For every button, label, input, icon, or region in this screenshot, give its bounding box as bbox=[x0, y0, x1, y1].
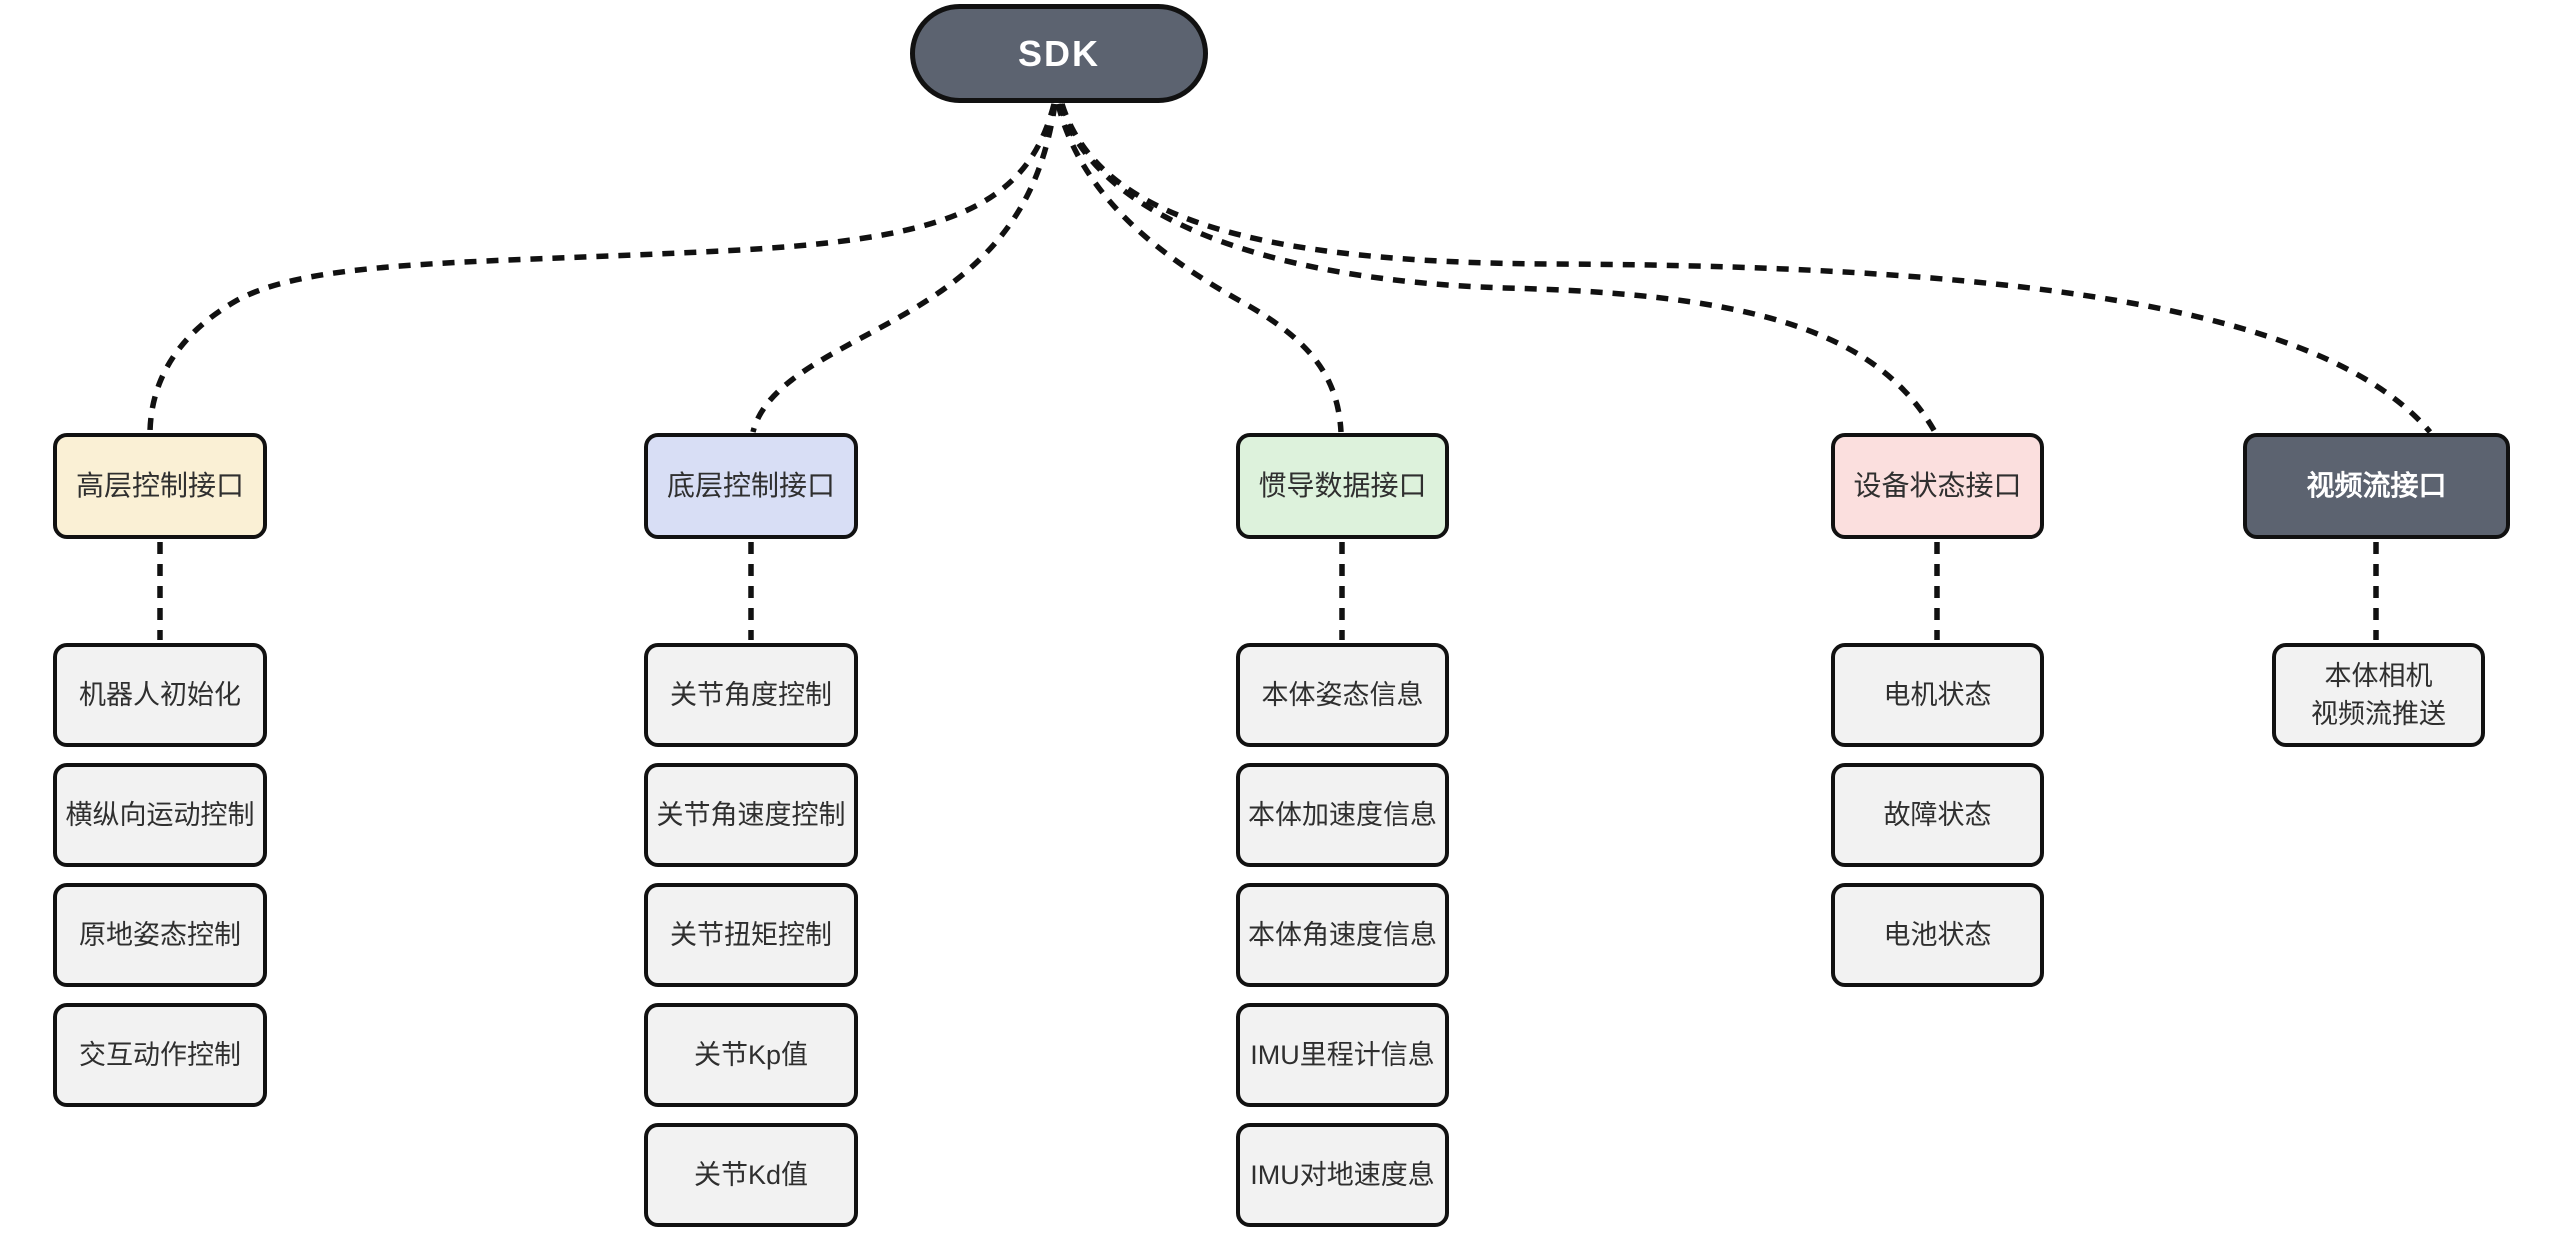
child-label: 横纵向运动控制 bbox=[65, 800, 255, 830]
child-label: IMU对地速度息 bbox=[1250, 1160, 1435, 1190]
child-label: 关节角速度控制 bbox=[656, 800, 846, 830]
child-node[interactable]: IMU对地速度息 bbox=[1236, 1123, 1449, 1227]
child-node[interactable]: IMU里程计信息 bbox=[1236, 1003, 1449, 1107]
child-node[interactable]: 本体角速度信息 bbox=[1236, 883, 1449, 987]
child-label: 本体加速度信息 bbox=[1248, 800, 1437, 830]
edge-sdk-to-imu-data bbox=[1055, 103, 1344, 433]
edge-sdk-to-low-level-control bbox=[750, 103, 1058, 433]
edge-sdk-to-high-level-control bbox=[147, 103, 1057, 433]
child-node[interactable]: 关节扭矩控制 bbox=[644, 883, 858, 987]
child-label: 原地姿态控制 bbox=[79, 920, 241, 950]
child-node[interactable]: 横纵向运动控制 bbox=[53, 763, 267, 867]
child-node[interactable]: 关节角速度控制 bbox=[644, 763, 858, 867]
child-node[interactable]: 关节Kp值 bbox=[644, 1003, 858, 1107]
child-node[interactable]: 原地姿态控制 bbox=[53, 883, 267, 987]
child-label: 故障状态 bbox=[1883, 800, 1992, 830]
child-node[interactable]: 机器人初始化 bbox=[53, 643, 267, 747]
child-node[interactable]: 本体姿态信息 bbox=[1236, 643, 1449, 747]
child-label: 关节Kp值 bbox=[693, 1040, 809, 1070]
child-label: 机器人初始化 bbox=[79, 680, 241, 710]
child-node[interactable]: 电池状态 bbox=[1831, 883, 2044, 987]
branch-label: 底层控制接口 bbox=[666, 470, 835, 501]
child-node[interactable]: 关节Kd值 bbox=[644, 1123, 858, 1227]
child-label: 关节角度控制 bbox=[670, 680, 832, 710]
branch-label: 视频流接口 bbox=[2306, 470, 2447, 501]
sdk-root-node[interactable]: SDK bbox=[910, 4, 1208, 103]
branch-device-status-node[interactable]: 设备状态接口 bbox=[1831, 433, 2044, 539]
child-label-line: 本体相机 bbox=[2324, 661, 2433, 691]
child-node[interactable]: 关节角度控制 bbox=[644, 643, 858, 747]
child-node[interactable]: 本体加速度信息 bbox=[1236, 763, 1449, 867]
child-node[interactable]: 故障状态 bbox=[1831, 763, 2044, 867]
edge-sdk-to-video-stream bbox=[1059, 103, 2433, 434]
child-node[interactable]: 交互动作控制 bbox=[53, 1003, 267, 1107]
branch-label: 惯导数据接口 bbox=[1258, 470, 1427, 501]
branch-low-level-control-node[interactable]: 底层控制接口 bbox=[644, 433, 858, 539]
branch-label: 设备状态接口 bbox=[1853, 470, 2022, 501]
child-node[interactable]: 本体相机 视频流推送 bbox=[2272, 643, 2485, 747]
branch-video-stream-node[interactable]: 视频流接口 bbox=[2243, 433, 2510, 539]
child-label: 关节扭矩控制 bbox=[670, 920, 832, 950]
child-label: 本体相机 视频流推送 bbox=[2311, 657, 2446, 733]
child-label: 本体姿态信息 bbox=[1261, 680, 1424, 710]
child-label: 交互动作控制 bbox=[79, 1040, 241, 1070]
edge-sdk-to-device-status bbox=[1057, 103, 1938, 434]
branch-imu-data-node[interactable]: 惯导数据接口 bbox=[1236, 433, 1449, 539]
sdk-root-label: SDK bbox=[1017, 32, 1100, 74]
child-label: 关节Kd值 bbox=[693, 1160, 809, 1190]
child-label: 本体角速度信息 bbox=[1248, 920, 1437, 950]
child-node[interactable]: 电机状态 bbox=[1831, 643, 2044, 747]
branch-high-level-control-node[interactable]: 高层控制接口 bbox=[53, 433, 267, 539]
child-label: IMU里程计信息 bbox=[1250, 1040, 1435, 1070]
child-label: 电机状态 bbox=[1883, 680, 1992, 710]
child-label: 电池状态 bbox=[1883, 920, 1992, 950]
branch-label: 高层控制接口 bbox=[75, 470, 244, 501]
child-label-line: 视频流推送 bbox=[2311, 699, 2446, 729]
